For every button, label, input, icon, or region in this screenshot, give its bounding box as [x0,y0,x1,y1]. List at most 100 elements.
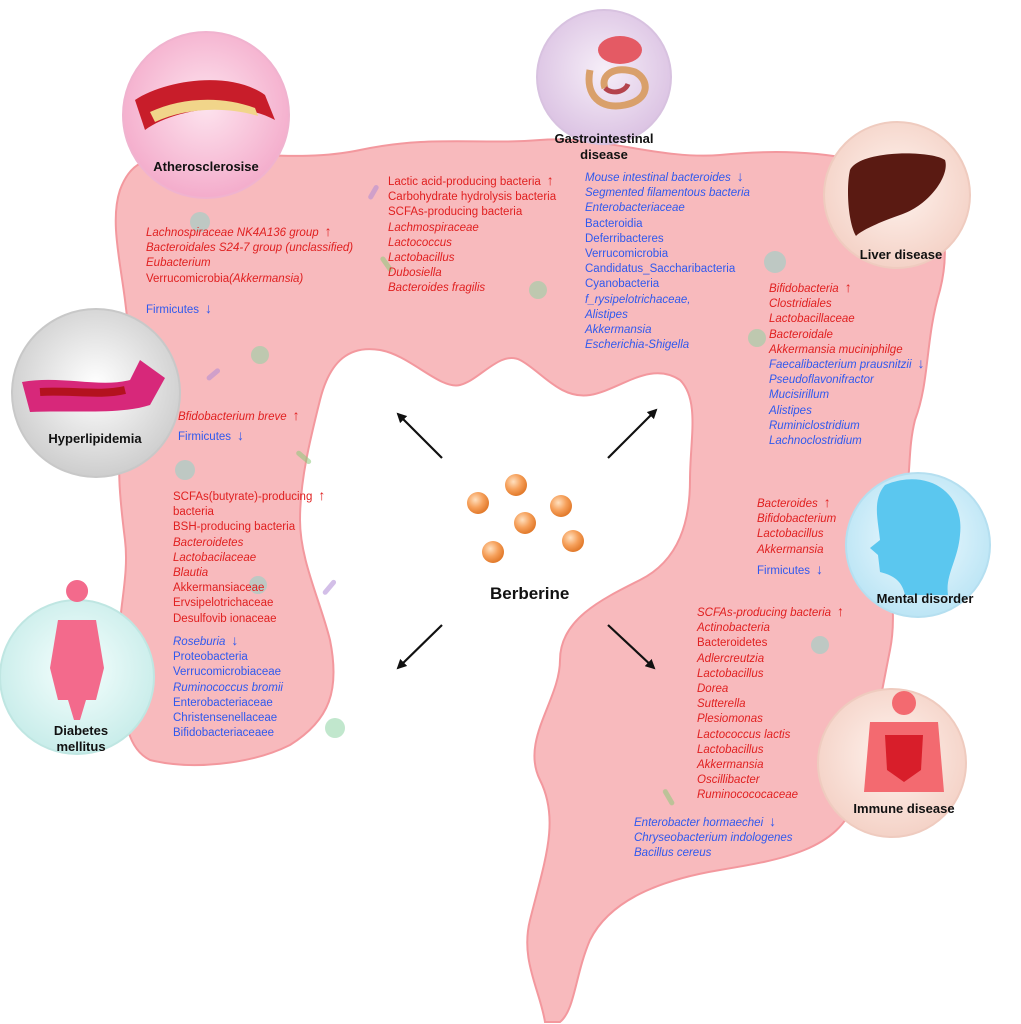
bacteria-name: (Akkermansia) [229,272,304,285]
artery-illustration [135,80,275,130]
bacteria-name: Dubosiella [388,267,442,280]
bacteria-name: Akkermansiaceae [173,582,265,595]
bacteria-name: Proteobacteria [173,651,248,664]
bacteria-item: Eubacterium [146,256,353,271]
bacteria-name: Adlercreutzia [697,652,765,665]
bacteria-name: Mouse intestinal bacteroides [585,172,731,184]
bacteria-item: Deferribacteres [585,232,750,247]
bacteria-name: Lactobacilaceae [173,551,257,564]
bacteria-item: Lactococcus lactis [697,728,844,743]
bacteria-item: Bifidobacterium [757,512,836,527]
bacteria-name: Lactobacillus [697,743,764,756]
bacteria-item: Enterobacter hormaechei ↓ [634,813,793,831]
bacteria-name: Bacteroidetes [697,637,768,650]
bacteria-item: Akkermansia [757,543,836,558]
bacteria-item: Candidatus_Saccharibacteria [585,262,750,277]
bacteria-name: Firmicutes [757,565,811,577]
bacteria-name: Bacteroides fragilis [388,282,486,295]
arrow-down-icon: ↓ [917,355,925,371]
arrow-down-icon: ↓ [769,813,777,829]
bacteria-name: Christensenellaceae [173,712,278,725]
bacteria-item: Alistipes [769,404,925,419]
atherosclerosis-circle [122,31,290,199]
bacteria-item: Ruminocococaceae [697,788,844,803]
bacteria-item: Desulfovib ionaceae [173,612,325,627]
bacteria-item: Chryseobacterium indologenes [634,831,793,846]
hyper-decrease-list: Firmicutes↓ [178,428,244,445]
bacteria-item: SCFAs-producing bacteria↑ [697,604,844,621]
immune-decrease-list: Enterobacter hormaechei ↓ Chryseobacterium… [634,813,793,862]
hyperlipidemia-label: Hyperlipidemia [48,431,142,446]
bacteria-item: Lactobacilaceae [173,551,325,566]
bacteria-item: Bacteroidia [585,217,750,232]
bacteria-name: Chryseobacterium indologenes [634,832,793,845]
center-arrows [396,408,658,670]
gastrointestinal-label-line2: disease [580,147,628,162]
athero-decrease-list: Firmicutes↓ [146,301,212,318]
bacteria-item: Enterobacteriaceae [585,201,750,216]
bacteria-item: Bifidobacteriaceaee [173,726,283,741]
bacteria-item: Akkermansiaceae [173,581,325,596]
bacteria-name: Plesiomonas [697,713,763,726]
bacteria-name: Enterobacter hormaechei [634,817,764,829]
bacteria-item: Ervsipelotrichaceae [173,596,325,611]
bacteria-name: Faecalibacterium prausnitzii [769,359,912,371]
bacteria-item: Akkermansia [697,758,844,773]
diabetes-label-line2: mellitus [56,739,106,754]
bacteria-name: Pseudoflavonifractor [769,374,874,387]
bacteria-name: Eubacterium [146,257,211,270]
bacteria-name: Ruminiclostridium [769,419,860,432]
arrow-up-icon: ↑ [546,172,554,188]
bacteria-item: Verrucomicrobiaceae [173,665,283,680]
bacteria-item: Mucisirillum [769,388,925,403]
bacteria-item: Lactic acid-producing bacteria↑ [388,172,556,190]
bacteria-item: Bacteroidales S24-7 group (unclassified) [146,241,353,256]
bacteria-item: Bacteroidale [769,328,903,343]
bacteria-item: Escherichia-Shigella [585,338,750,353]
bacteria-item: Sutterella [697,697,844,712]
bacteria-item: Pseudoflavonifractor [769,373,925,388]
bacteria-item: Dubosiella [388,266,556,281]
bacteria-name: Ruminococcus bromii [173,681,283,694]
bacteria-item: Lachnoclostridium [769,434,925,449]
arrow-down-icon: ↓ [816,561,824,577]
bacteria-item: Lactobacillus [697,743,844,758]
bacteria-name: Bacteroidales S24-7 group (unclassified) [146,242,354,255]
bacteria-item: BSH-producing bacteria [173,520,325,535]
bacteria-name: Segmented filamentous bacteria [585,187,750,200]
bacteria-item: Plesiomonas [697,712,844,727]
bacteria-item: SCFAs-producing bacteria [388,205,556,220]
bacteria-item: Bacteroidetes [697,636,844,651]
athero-increase-list: Lachnospiraceae NK4A136 group↑Bacteroida… [146,224,353,287]
bacteria-item: Firmicutes ↓ [757,561,824,579]
arrow-down-icon: ↓ [231,632,239,648]
bacteria-item: Firmicutes↓ [178,428,244,445]
arrow-up-icon: ↑ [318,487,326,503]
bacteria-item: Blautia [173,566,325,581]
bacteria-name: Desulfovib ionaceae [173,612,277,625]
gi-decrease-list: Mouse intestinal bacteroides↓Segmented f… [585,169,750,353]
bacteria-item: Ruminococcus bromii [173,681,283,696]
bacteria-name: Mucisirillum [769,389,830,402]
bacteria-name: Clostridiales [769,298,832,311]
torso-illustration [864,691,944,792]
bacteria-name: Blautia [173,567,209,580]
bacteria-item: f_rysipelotrichaceae, [585,293,750,308]
bacteria-name: Cyanobacteria [585,278,660,291]
gastrointestinal-label-line1: Gastrointestinal [554,131,654,146]
bacteria-name: Dorea [697,683,729,696]
liver-illustration [848,153,946,236]
atherosclerosis-label: Atherosclerosise [153,159,259,174]
berberine-label: Berberine [490,584,570,603]
arrow-up-icon: ↑ [823,494,831,510]
bacteria-name: Verrucomicrobiaceae [173,666,282,679]
bacteria-item: Adlercreutzia [697,652,844,667]
bacteria-name: SCFAs(butyrate)-producing [173,491,313,503]
bacteria-item: Christensenellaceae [173,711,283,726]
bacteria-item: Lactobacillaceae [769,312,903,327]
bacteria-name: bacteria [173,506,214,519]
liver-decrease-list: Faecalibacterium prausnitzii ↓ Pseudoflavo… [769,355,925,449]
